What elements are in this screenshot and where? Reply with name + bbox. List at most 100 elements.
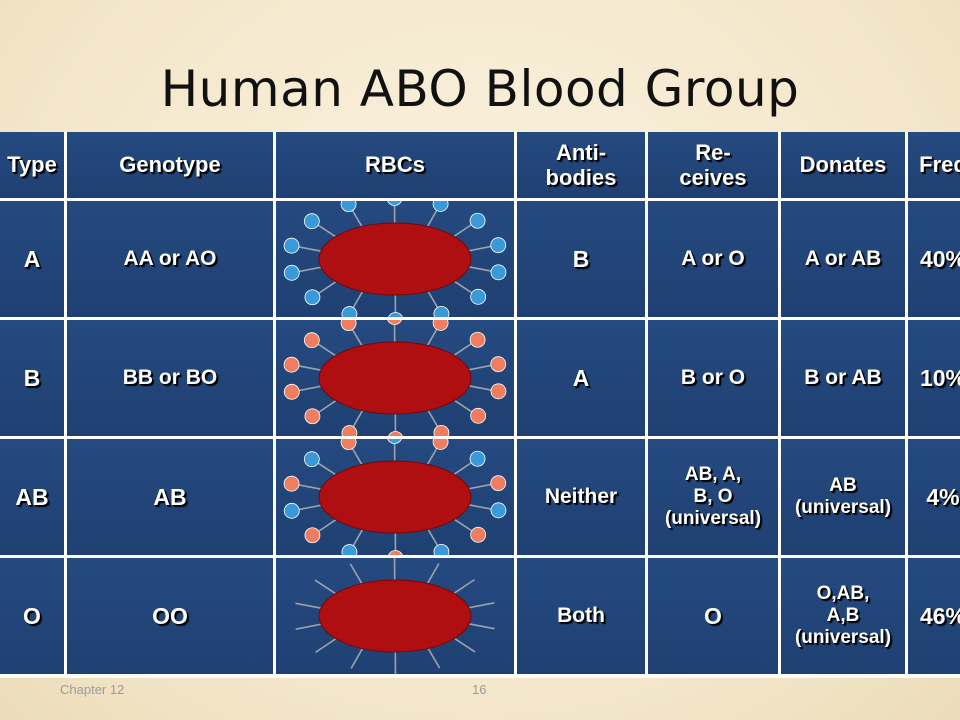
antigen-marker: [490, 264, 507, 281]
antigen-stalk: [350, 645, 365, 669]
header-antibodies: Anti- bodies: [517, 132, 645, 198]
antigen-marker: [283, 383, 300, 400]
type-cell: B: [0, 320, 64, 436]
donates-cell: AB (universal): [781, 439, 905, 555]
footer-page-number: 16: [472, 682, 487, 697]
antigen-marker: [387, 320, 402, 325]
antigen-marker: [433, 305, 450, 317]
antigen-marker: [388, 312, 403, 317]
antigen-marker: [341, 425, 358, 436]
freq-cell: 40%: [908, 201, 960, 317]
page-title: Human ABO Blood Group: [160, 60, 800, 118]
antigen-marker: [341, 306, 358, 317]
header-donates: Donates: [781, 132, 905, 198]
antigen-marker: [283, 264, 300, 281]
rbc-o-illustration: [295, 558, 495, 674]
red-blood-cell: [318, 341, 472, 415]
antigen-marker: [388, 550, 403, 555]
antigen-stalk: [464, 245, 495, 253]
rbc-a-illustration: [283, 201, 507, 317]
antigen-stalk: [315, 279, 340, 297]
footer-chapter: Chapter 12: [60, 682, 125, 697]
antigen-stalk: [315, 636, 340, 654]
antigen-marker: [304, 289, 321, 306]
antigen-stalk: [295, 364, 325, 372]
antigen-stalk: [465, 622, 495, 630]
antigen-marker: [432, 201, 449, 212]
antigen-stalk: [450, 578, 475, 596]
antigen-marker: [283, 237, 300, 254]
antigen-marker: [340, 320, 357, 332]
donates-cell: A or AB: [781, 201, 905, 317]
antigen-marker: [490, 356, 507, 373]
antigen-marker: [469, 450, 486, 467]
antigen-marker: [303, 332, 320, 349]
receives-cell: AB, A, B, O (universal): [648, 439, 778, 555]
antigen-marker: [470, 407, 487, 424]
freq-cell: 10%: [908, 320, 960, 436]
antigen-stalk: [465, 503, 495, 511]
header-receives: Re- ceives: [648, 132, 778, 198]
genotype-cell: OO: [67, 558, 273, 674]
rbc-ab-illustration: [283, 439, 507, 555]
antigen-marker: [490, 502, 507, 519]
blood-group-table: Type Genotype RBCs Anti- bodies Re- ceiv…: [0, 132, 960, 678]
antigen-marker: [283, 356, 300, 373]
antigen-stalk: [465, 265, 495, 273]
antigen-stalk: [349, 563, 365, 587]
antigen-marker: [304, 527, 321, 544]
genotype-cell: AB: [67, 439, 273, 555]
antigen-stalk: [450, 459, 475, 477]
antigen-stalk: [295, 483, 325, 491]
antigen-marker: [433, 543, 450, 555]
antigen-marker: [470, 288, 487, 305]
antigen-marker: [283, 502, 300, 519]
antigen-stalk: [295, 245, 325, 253]
antigen-stalk: [315, 398, 340, 416]
antigen-stalk: [464, 602, 495, 610]
antigen-marker: [341, 544, 358, 555]
antigen-stalk: [314, 222, 339, 240]
antigen-stalk: [451, 635, 476, 653]
donates-cell: O,AB, A,B (universal): [781, 558, 905, 674]
antigen-marker: [304, 408, 321, 425]
antibodies-cell: Neither: [517, 439, 645, 555]
receives-cell: B or O: [648, 320, 778, 436]
rbc-cell: [276, 439, 514, 555]
antigen-stalk: [451, 278, 476, 296]
freq-cell: 4%: [908, 439, 960, 555]
type-cell: O: [0, 558, 64, 674]
antigen-stalk: [425, 563, 440, 587]
antigen-marker: [387, 201, 402, 206]
antigen-stalk: [295, 384, 326, 392]
freq-cell: 46%: [908, 558, 960, 674]
antigen-stalk: [464, 364, 495, 372]
red-blood-cell: [318, 579, 472, 653]
red-blood-cell: [318, 460, 472, 534]
antigen-marker: [470, 526, 487, 543]
antigen-stalk: [295, 602, 325, 610]
antigen-stalk: [464, 483, 495, 491]
antigen-marker: [303, 213, 320, 230]
antigen-marker: [469, 212, 486, 229]
genotype-cell: BB or BO: [67, 320, 273, 436]
antigen-marker: [303, 451, 320, 468]
header-genotype: Genotype: [67, 132, 273, 198]
header-freq: Freq: [908, 132, 960, 198]
rbc-cell: [276, 320, 514, 436]
receives-cell: A or O: [648, 201, 778, 317]
antigen-marker: [340, 201, 357, 213]
rbc-cell: [276, 558, 514, 674]
antigen-stalk: [295, 503, 326, 511]
donates-cell: B or AB: [781, 320, 905, 436]
antigen-marker: [490, 237, 507, 254]
antigen-marker: [432, 439, 449, 450]
header-type: Type: [0, 132, 64, 198]
antigen-stalk: [450, 221, 475, 239]
type-cell: A: [0, 201, 64, 317]
antigen-marker: [469, 331, 486, 348]
antigen-marker: [432, 320, 449, 331]
antigen-marker: [490, 383, 507, 400]
rbc-b-illustration: [283, 320, 507, 436]
antigen-stalk: [314, 341, 339, 359]
